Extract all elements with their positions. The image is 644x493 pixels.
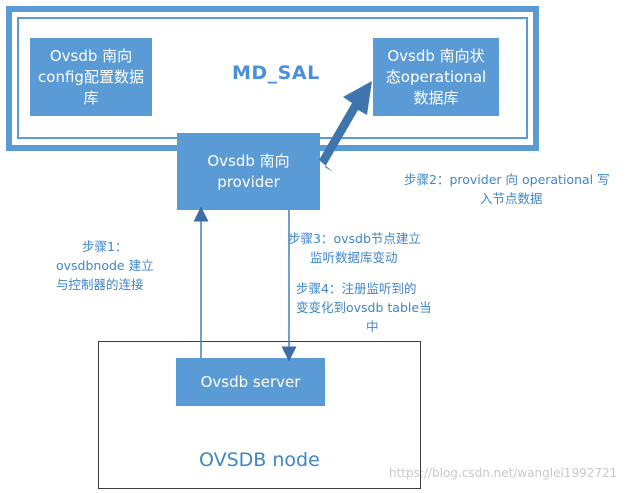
step3-line2: 监听数据库变动 xyxy=(310,250,398,265)
step3-line1: 步骤3：ovsdb节点建立 xyxy=(288,231,421,246)
config-box-line2: config配置数据 xyxy=(38,67,144,86)
step1-line3: 与控制器的连接 xyxy=(56,277,144,292)
step4-line3: 中 xyxy=(366,319,379,334)
step2-line1: 步骤2：provider 向 operational 写 xyxy=(404,172,610,187)
step3-annotation: 步骤3：ovsdb节点建立 监听数据库变动 xyxy=(288,229,421,267)
ovsdb-server-label: Ovsdb server xyxy=(200,372,301,391)
step1-line1: 步骤1： xyxy=(82,239,128,254)
step2-annotation: 步骤2：provider 向 operational 写 入节点数据 xyxy=(404,170,610,208)
step4-line2: 变变化到ovsdb table当 xyxy=(296,300,432,315)
step1-line2: ovsdbnode 建立 xyxy=(56,258,154,273)
ovsdb-server-box: Ovsdb server xyxy=(176,358,325,406)
config-box-line3: 库 xyxy=(83,88,99,107)
md-sal-title: MD_SAL xyxy=(232,62,320,84)
watermark: https://blog.csdn.net/wanglei1992721 xyxy=(389,466,618,480)
step2-line2: 入节点数据 xyxy=(480,191,543,206)
step4-line1: 步骤4：注册监听到的 xyxy=(296,281,417,296)
step4-annotation: 步骤4：注册监听到的 变变化到ovsdb table当 中 xyxy=(296,279,432,336)
ovsdb-node-label: OVSDB node xyxy=(199,449,320,471)
operational-box-line2: 态operational xyxy=(385,67,487,86)
step1-annotation: 步骤1： ovsdbnode 建立 与控制器的连接 xyxy=(56,237,154,294)
operational-box-line1: Ovsdb 南向状 xyxy=(387,46,485,65)
operational-box-line3: 数据库 xyxy=(413,88,459,107)
provider-box-line1: Ovsdb 南向 xyxy=(207,151,290,170)
provider-box-line2: provider xyxy=(217,172,280,191)
operational-datastore-box: Ovsdb 南向状 态operational 数据库 xyxy=(373,38,499,116)
config-datastore-box: Ovsdb 南向 config配置数据 库 xyxy=(30,38,152,116)
write-operational-arrow xyxy=(319,81,372,172)
provider-box: Ovsdb 南向 provider xyxy=(177,133,320,210)
config-box-line1: Ovsdb 南向 xyxy=(49,46,133,65)
